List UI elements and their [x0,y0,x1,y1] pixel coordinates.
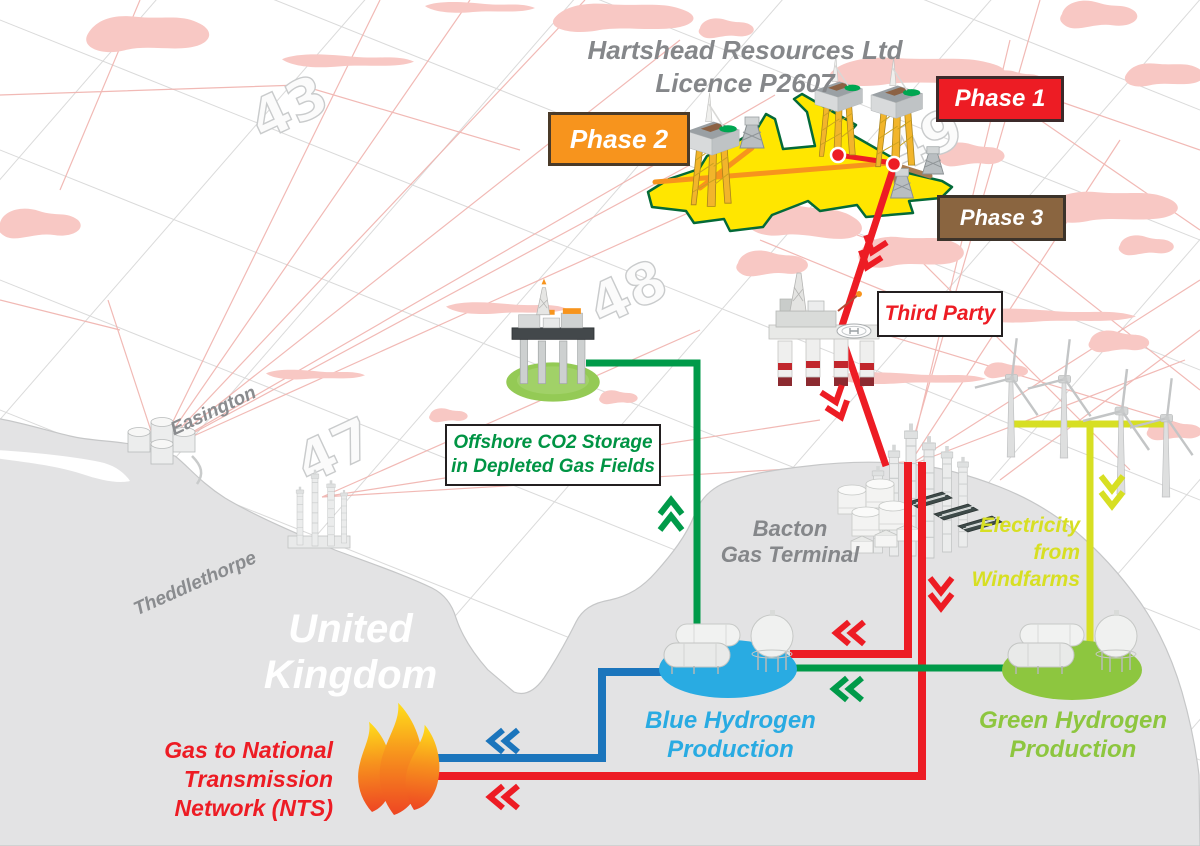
theddlethorpe-terminal-icon [287,469,351,549]
third-party-label: Third Party [884,302,996,325]
bacton-line1: Bacton [752,516,828,541]
blue-hydrogen-label: Blue Hydrogen Production [628,706,833,764]
title-line1: Hartshead Resources Ltd [587,35,903,65]
bacton-line2: Gas Terminal [720,542,860,567]
third-party-badge: Third Party [877,291,1003,337]
nts-line1: Gas to National Transmission [164,737,333,792]
easington-terminal-icon [127,417,203,485]
nts-line2: Network (NTS) [174,795,333,821]
phase1-label: Phase 1 [954,85,1046,112]
electricity-line1: Electricity [979,514,1080,537]
blue-hydrogen-line2: Production [667,736,794,763]
co2-line1: Offshore CO2 Storage [453,432,653,453]
third-party-platform-icon [768,272,880,386]
hydrogen-route-blue [428,668,705,762]
electricity-line3: Windfarms [971,568,1080,591]
co2-storage-platform-icon [506,278,600,402]
bacton-label: Bacton Gas Terminal [700,516,880,568]
green-hydrogen-label: Green Hydrogen Production [968,706,1178,764]
wellhead-nodes [829,146,903,173]
electricity-label: Electricity from Windfarms [930,512,1080,593]
green-hydrogen-line1: Green Hydrogen [978,707,1168,734]
quadrant-48: 48 [579,247,677,339]
map-title: Hartshead Resources Ltd Licence P2607 [545,34,945,100]
uk-line2: Kingdom [263,653,438,697]
flame-icon [358,702,440,815]
electricity-line2: from [1033,541,1080,564]
green-hydrogen-line2: Production [1009,736,1137,763]
phase3-badge: Phase 3 [937,195,1066,241]
co2-route [586,359,1008,672]
quadrant-43: 43 [240,62,338,154]
flow-arrow-red-2 [821,385,852,421]
uk-line1: United [288,607,413,651]
phase2-badge: Phase 2 [548,112,690,166]
co2-line2: in Depleted Gas Fields [451,456,655,477]
phase2-label: Phase 2 [569,123,669,154]
humber-estuary [0,450,130,483]
phase3-label: Phase 3 [959,205,1044,230]
nts-label: Gas to National Transmission Network (NT… [25,736,333,823]
quadrant-47: 47 [286,405,384,497]
united-kingdom-label: United Kingdom [228,606,473,698]
gas-route-onshore [428,462,926,780]
flow-arrow-green-2 [660,500,682,530]
phase1-badge: Phase 1 [936,76,1064,122]
co2-storage-callout: Offshore CO2 Storage in Depleted Gas Fie… [445,424,661,486]
title-line2: Licence P2607 [655,68,835,98]
blue-hydrogen-line1: Blue Hydrogen [645,707,816,734]
